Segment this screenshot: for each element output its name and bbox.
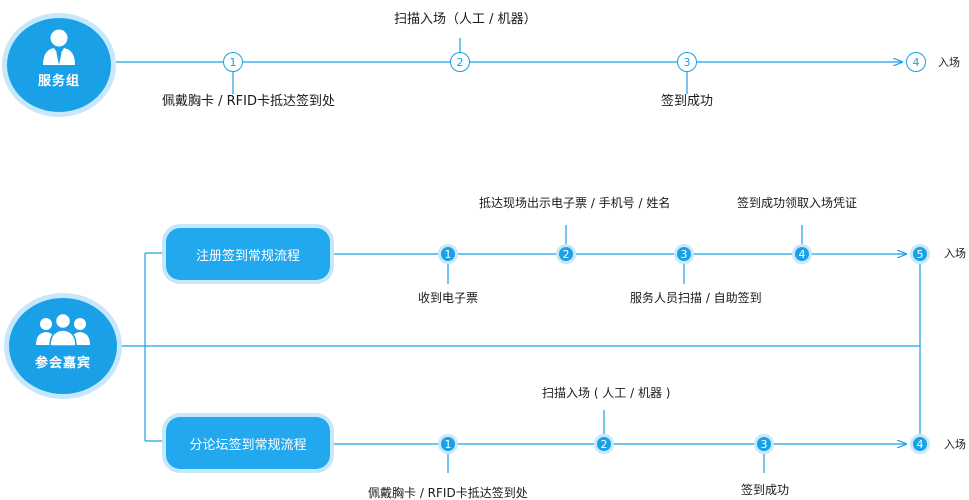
forum-step-4-node: 4 bbox=[910, 434, 930, 454]
guest-label: 参会嘉宾 bbox=[34, 356, 91, 371]
guests-group-icon bbox=[36, 312, 90, 346]
registration-step-2-label: 抵达现场出示电子票 / 手机号 / 姓名 bbox=[479, 196, 671, 210]
registration-step-1-node: 1 bbox=[438, 244, 458, 264]
service-step-1-label: 佩戴胸卡 / RFID卡抵达签到处 bbox=[162, 94, 335, 109]
registration-step-2-node: 2 bbox=[556, 244, 576, 264]
registration-step-5-label: 入场 bbox=[944, 247, 966, 260]
service-step-1-node: 1 bbox=[223, 52, 243, 72]
service-step-2-label: 扫描入场（人工 / 机器） bbox=[394, 12, 537, 27]
forum-step-1-label: 佩戴胸卡 / RFID卡抵达签到处 bbox=[368, 486, 528, 500]
guest-badge: 参会嘉宾 bbox=[4, 293, 122, 399]
forum-step-4-label: 入场 bbox=[944, 438, 966, 451]
forum-flow-title: 分论坛签到常规流程 bbox=[166, 417, 330, 469]
registration-step-5-node: 5 bbox=[910, 244, 930, 264]
service-step-4-label: 入场 bbox=[938, 56, 960, 69]
service-step-2-node: 2 bbox=[450, 52, 470, 72]
staff-person-icon bbox=[43, 29, 75, 65]
registration-step-1-label: 收到电子票 bbox=[418, 291, 479, 305]
service-step-4-node: 4 bbox=[906, 52, 926, 72]
service-group-label: 服务组 bbox=[37, 74, 80, 89]
service-group-badge: 服务组 bbox=[2, 13, 116, 117]
forum-step-2-node: 2 bbox=[594, 434, 614, 454]
registration-flow-title: 注册签到常规流程 bbox=[166, 228, 330, 280]
registration-step-4-label: 签到成功领取入场凭证 bbox=[737, 196, 858, 210]
forum-step-3-node: 3 bbox=[754, 434, 774, 454]
registration-step-3-node: 3 bbox=[674, 244, 694, 264]
registration-step-3-label: 服务人员扫描 / 自助签到 bbox=[630, 291, 762, 305]
service-step-3-label: 签到成功 bbox=[661, 94, 714, 109]
registration-step-4-node: 4 bbox=[792, 244, 812, 264]
forum-step-3-label: 签到成功 bbox=[741, 483, 790, 497]
forum-step-1-node: 1 bbox=[438, 434, 458, 454]
forum-step-2-label: 扫描入场 ( 人工 / 机器 ) bbox=[542, 386, 671, 400]
service-step-3-node: 3 bbox=[677, 52, 697, 72]
